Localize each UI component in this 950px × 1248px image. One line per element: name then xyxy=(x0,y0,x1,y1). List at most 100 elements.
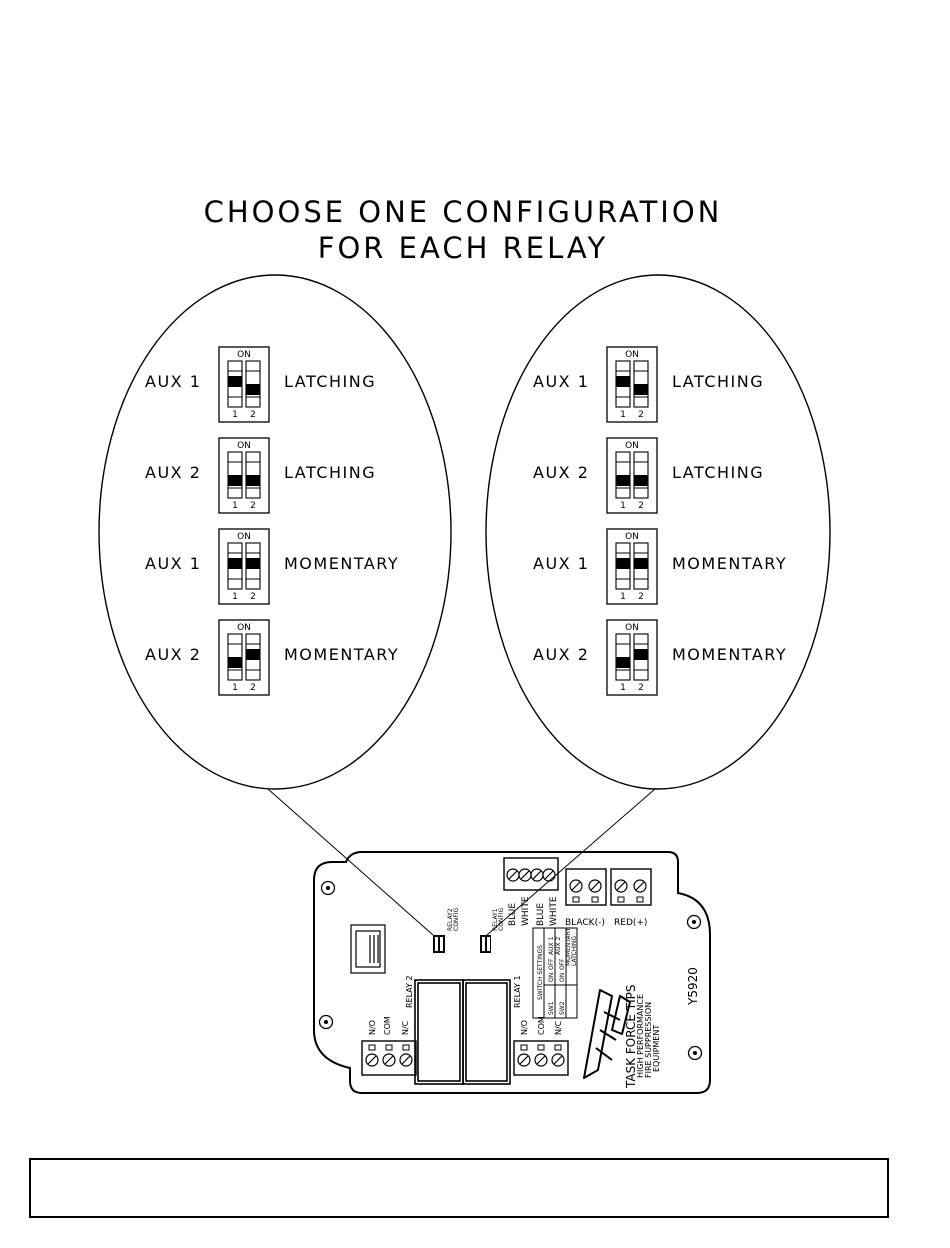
dip-switch-housing xyxy=(218,437,270,514)
mode-label: LATCHING xyxy=(672,372,764,391)
mounting-hole-bottom-left xyxy=(318,1014,334,1030)
relay2-terminal-screw-3 xyxy=(399,1053,413,1067)
dip-toggle-1-on xyxy=(228,558,242,569)
dip-on-label: ON xyxy=(625,532,639,542)
board-outline xyxy=(313,851,711,1094)
dip-switch-housing xyxy=(218,346,270,423)
dip-on-label: ON xyxy=(625,623,639,633)
switch-settings-table xyxy=(532,927,578,1019)
relay1-terminal-nc: N/C xyxy=(554,1020,563,1035)
relay2-config-label-line1: RELAY2 xyxy=(447,908,454,931)
dip-toggle-2-off xyxy=(246,475,260,486)
switch-settings-latching: LATCHING xyxy=(571,936,578,966)
dip-number-label: 2 xyxy=(250,410,256,420)
dip-number-label: 1 xyxy=(620,683,626,693)
relay2-terminal-com: COM xyxy=(383,1016,392,1035)
switch-settings-sw2: SW2 xyxy=(559,1001,566,1015)
dip-on-label: ON xyxy=(237,350,251,360)
wire-connector-screw-2 xyxy=(518,868,532,882)
relay2-terminal-nc: N/C xyxy=(401,1020,410,1035)
relay2-config-label-line2: CONFIG xyxy=(453,907,460,931)
black-terminal-screw-1 xyxy=(569,879,583,893)
dip-switch: ON 1 2 xyxy=(606,528,658,605)
dip-number-label: 2 xyxy=(638,683,644,693)
relay1-terminal-com: COM xyxy=(537,1016,546,1035)
aux-label: AUX 1 xyxy=(533,554,589,573)
rj-connector xyxy=(350,924,386,974)
dip-toggle-2-off xyxy=(634,384,648,395)
relay2-terminal-no: N/O xyxy=(368,1020,377,1035)
switch-settings-aux1: AUX 1 xyxy=(548,936,555,955)
dip-switch-housing xyxy=(218,528,270,605)
dip-toggle-1-on xyxy=(228,376,242,387)
dip-number-label: 1 xyxy=(232,592,238,602)
right-magnifier-ellipse xyxy=(485,274,831,790)
terminal-pin xyxy=(591,896,599,903)
relay2-label: RELAY 2 xyxy=(405,975,414,1008)
dip-number-label: 2 xyxy=(638,410,644,420)
wire-connector-screw-4 xyxy=(542,868,556,882)
relay1-config-label-line2: CONFIG xyxy=(498,907,505,931)
dip-toggle-1-off xyxy=(228,657,242,668)
aux-label: AUX 2 xyxy=(145,463,201,482)
wire-connector xyxy=(503,857,559,891)
aux-label: AUX 1 xyxy=(533,372,589,391)
mode-label: MOMENTARY xyxy=(284,645,399,664)
aux-label: AUX 2 xyxy=(533,463,589,482)
tft-logo xyxy=(583,989,631,1079)
wire-connector-screw-1 xyxy=(506,868,520,882)
relay1-terminal-block xyxy=(513,1040,569,1076)
red-power-label: RED(+) xyxy=(614,918,647,928)
mode-label: MOMENTARY xyxy=(284,554,399,573)
terminal-pin xyxy=(554,1044,562,1051)
dip-on-label: ON xyxy=(625,441,639,451)
dip-number-label: 1 xyxy=(620,592,626,602)
switch-settings-sw1: SW1 xyxy=(548,1001,555,1015)
aux-label: AUX 1 xyxy=(145,372,201,391)
dip-toggle-1-on xyxy=(616,376,630,387)
left-pointer-line xyxy=(267,788,434,936)
relay1-terminal-screw-2 xyxy=(534,1053,548,1067)
mode-label: MOMENTARY xyxy=(672,645,787,664)
dip-toggle-2-on xyxy=(634,649,648,660)
dip-number-label: 2 xyxy=(638,592,644,602)
part-number: Y5920 xyxy=(686,967,700,1006)
relay-2 xyxy=(414,979,464,1085)
aux-label: AUX 2 xyxy=(533,645,589,664)
aux-label: AUX 2 xyxy=(145,645,201,664)
notes-box xyxy=(29,1158,889,1218)
red-terminal-screw-2 xyxy=(633,879,647,893)
dip-switch-housing xyxy=(606,619,658,696)
dip-switch: ON 1 2 xyxy=(606,619,658,696)
brand-tagline-1: HIGH PERFORMANCE xyxy=(636,994,645,1078)
brand-tagline-2: FIRE SUPPRESSION xyxy=(644,1002,653,1078)
red-terminal-screw-1 xyxy=(614,879,628,893)
dip-number-label: 1 xyxy=(232,501,238,511)
dip-on-label: ON xyxy=(237,623,251,633)
relay2-terminal-block xyxy=(361,1040,417,1076)
dip-toggle-1-on xyxy=(616,558,630,569)
dip-number-label: 2 xyxy=(250,501,256,511)
dip-toggle-2-off xyxy=(246,384,260,395)
red-power-terminal xyxy=(610,868,652,906)
diagram-title-line-1: CHOOSE ONE CONFIGURATION xyxy=(204,195,723,229)
right-pointer-line xyxy=(486,788,656,936)
black-power-label: BLACK(-) xyxy=(565,918,605,928)
relay1-terminal-screw-1 xyxy=(517,1053,531,1067)
relay1-label: RELAY 1 xyxy=(513,975,522,1008)
mounting-hole-top-right xyxy=(686,914,702,930)
switch-settings-sw2-on: ON xyxy=(559,973,566,982)
dip-number-label: 2 xyxy=(638,501,644,511)
dip-on-label: ON xyxy=(237,532,251,542)
relay2-config-jumper xyxy=(433,935,445,953)
dip-switch-housing xyxy=(606,346,658,423)
